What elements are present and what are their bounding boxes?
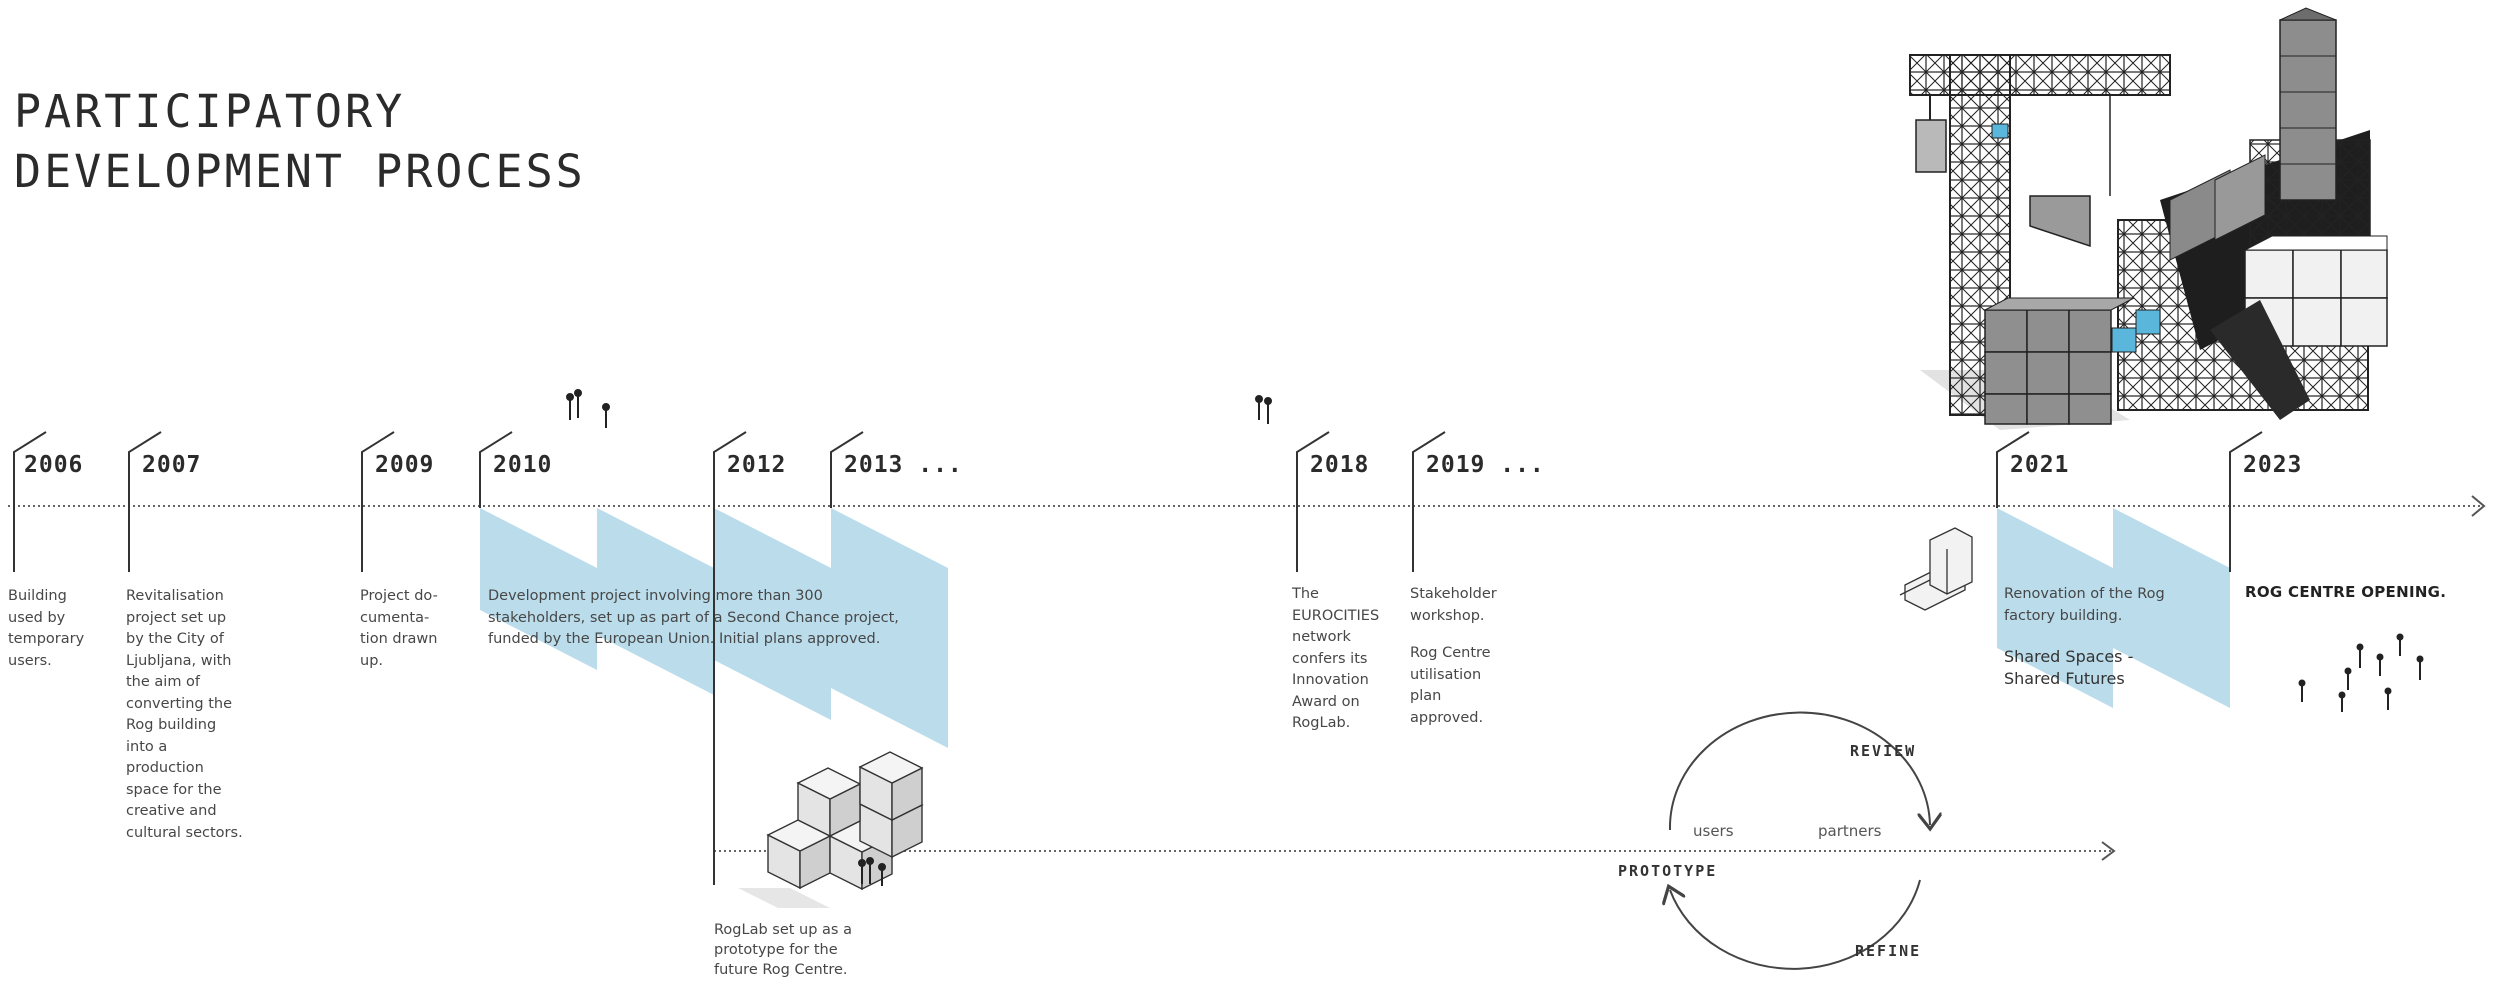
secondary-timeline-arrow <box>2101 841 2116 861</box>
desc-2019-b: Rog Centre utilisation plan approved. <box>1410 645 1491 726</box>
blue-band <box>1997 508 2113 708</box>
people-2010 <box>566 389 610 428</box>
people-opening <box>2298 633 2424 712</box>
cycle-arc-bottom <box>1670 879 1921 970</box>
desc-2018: The EUROCITIES network confers its Innov… <box>1292 586 1380 731</box>
year-2023: 2023 <box>2243 452 2303 478</box>
people-roglab <box>858 857 886 886</box>
cycle-review-label: REVIEW <box>1850 742 1917 760</box>
blue-band <box>480 508 597 670</box>
desc-2010: Development project involving more than … <box>488 588 899 647</box>
year-2013: 2013 ... <box>844 452 963 478</box>
iteration-cycle <box>1668 711 1930 970</box>
blue-band <box>597 508 714 695</box>
blue-bands-2010 <box>480 508 948 748</box>
desc-2006: Building used by temporary users. <box>8 588 85 669</box>
blue-bands-2021 <box>1997 508 2230 708</box>
desc-2019-a: Stakeholder workshop. <box>1410 586 1497 624</box>
year-2010: 2010 <box>493 452 553 478</box>
roglab-cubes-illustration <box>738 751 924 908</box>
year-2012: 2012 <box>727 452 787 478</box>
main-timeline-arrow <box>2471 495 2486 517</box>
year-2009: 2009 <box>375 452 435 478</box>
cycle-arc-top <box>1668 711 1930 830</box>
people-figures <box>566 389 2424 886</box>
desc-2009: Project do-cumenta-tion drawn up. <box>360 588 438 669</box>
people-2013 <box>1255 395 1272 424</box>
cycle-refine-label: REFINE <box>1855 942 1922 960</box>
blue-band <box>2113 508 2230 708</box>
year-2007: 2007 <box>142 452 202 478</box>
blue-band <box>831 508 948 748</box>
desc-2007: Revitalisation project set up by the Cit… <box>126 588 243 841</box>
year-2018: 2018 <box>1310 452 1370 478</box>
kiosk-illustration <box>1899 527 1973 611</box>
desc-2021-b: Shared Spaces - Shared Futures <box>2004 647 2134 688</box>
title-line-2: DEVELOPMENT PROCESS <box>14 145 586 198</box>
desc-2023: ROG CENTRE OPENING. <box>2245 583 2447 601</box>
desc-2021-a: Renovation of the Rog factory building. <box>2004 586 2165 624</box>
blue-band <box>714 508 831 720</box>
desc-2012: RogLab set up as a prototype for the fut… <box>714 922 852 978</box>
year-2006: 2006 <box>24 452 84 478</box>
rog-building-illustration <box>1909 7 2388 430</box>
year-flags <box>13 431 2263 572</box>
title-line-1: PARTICIPATORY <box>14 85 406 138</box>
year-2019: 2019 ... <box>1426 452 1545 478</box>
page-title: PARTICIPATORY DEVELOPMENT PROCESS <box>14 82 586 202</box>
cycle-prototype-label: PROTOTYPE <box>1618 862 1718 880</box>
cycle-users-label: users <box>1693 822 1734 840</box>
year-2021: 2021 <box>2010 452 2070 478</box>
cycle-partners-label: partners <box>1818 822 1882 840</box>
